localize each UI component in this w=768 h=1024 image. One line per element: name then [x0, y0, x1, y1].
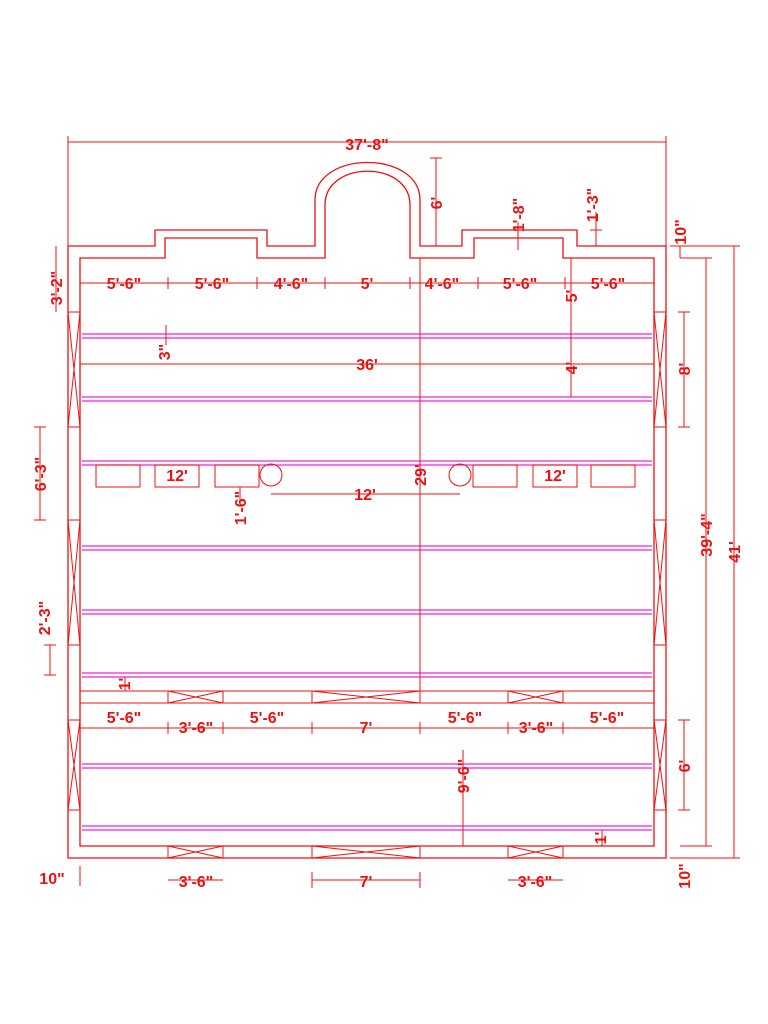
lower-bay-label-7: 5'-6" — [590, 710, 625, 727]
top-bay-label-6: 5'-6" — [503, 276, 538, 293]
dim-29-label: 29' — [413, 464, 430, 486]
top-bay-label-3: 4'-6" — [274, 276, 309, 293]
top-bay-label-7: 5'-6" — [591, 276, 626, 293]
lower-bay-label-4: 7' — [360, 720, 373, 737]
dimension-lines — [34, 136, 740, 888]
outer-walls — [67, 162, 667, 859]
dimension-labels: 37'-8" 6' 1'-8" 1'-3" 10" 3'-2" 5'-6" 5'… — [33, 137, 744, 891]
wall-offset-left-label: 3'-2" — [49, 271, 66, 306]
bottom-door-label-3: 3'-6" — [518, 874, 553, 891]
roof-beams — [82, 333, 652, 831]
lower-bay-label-6: 3'-6" — [519, 720, 554, 737]
dim-4-label: 4' — [564, 362, 581, 375]
wall-thickness-top-right-label: 10" — [673, 219, 690, 244]
bump-height-right-label: 1'-3" — [585, 188, 602, 223]
dim-3in-label: 3" — [157, 344, 174, 360]
lower-bay-label-2: 3'-6" — [179, 720, 214, 737]
lower-bay-label-3: 5'-6" — [250, 710, 285, 727]
lower-bay-label-5: 5'-6" — [448, 710, 483, 727]
interior-partition — [80, 690, 654, 704]
dim-2-3-label: 2'-3" — [37, 601, 54, 636]
side-windows — [67, 311, 667, 811]
top-bay-label-5: 4'-6" — [425, 276, 460, 293]
dim-36-label: 36' — [356, 357, 378, 374]
dim-39-4-label: 39'-4" — [699, 513, 716, 556]
dim-1-right-label: 1' — [593, 832, 610, 845]
dim-12-center-label: 12' — [354, 487, 376, 504]
dim-8-label: 8' — [677, 363, 694, 376]
dim-12-left-label: 12' — [166, 468, 188, 485]
bottom-door-label-2: 7' — [360, 874, 373, 891]
dim-12-right-label: 12' — [544, 468, 566, 485]
dim-41-label: 41' — [727, 541, 744, 563]
wall-thickness-bottom-right-label: 10" — [677, 863, 694, 888]
bump-height-left-label: 1'-8" — [511, 198, 528, 233]
top-bay-label-4: 5' — [361, 276, 374, 293]
arch-height-label: 6' — [429, 197, 446, 210]
bottom-door-label-1: 3'-6" — [179, 874, 214, 891]
dim-6-3-label: 6'-3" — [33, 457, 50, 492]
bottom-doors — [167, 845, 564, 859]
dim-1-left-label: 1' — [117, 678, 134, 691]
dim-1-6-label: 1'-6" — [233, 491, 250, 526]
beam-fittings — [95, 463, 636, 488]
top-bay-label-1: 5'-6" — [107, 276, 142, 293]
overall-width-label: 37'-8" — [345, 137, 388, 154]
wall-thickness-bottom-left-label: 10" — [39, 871, 64, 888]
dim-5-label: 5' — [564, 290, 581, 303]
top-bay-label-2: 5'-6" — [195, 276, 230, 293]
lower-bay-label-1: 5'-6" — [107, 710, 142, 727]
dim-6-right-label: 6' — [677, 760, 694, 773]
dim-9-6-label: 9'-6" — [456, 759, 473, 794]
